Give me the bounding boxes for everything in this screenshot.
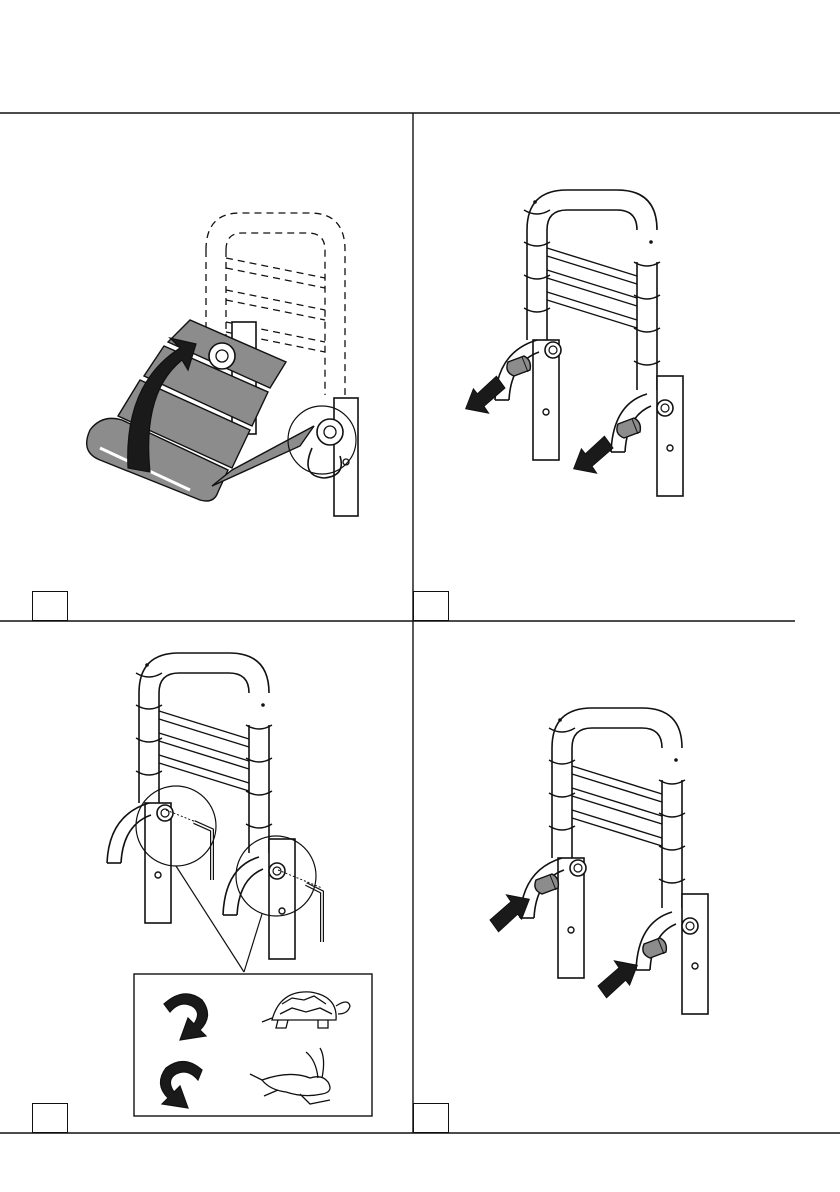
step-1-box bbox=[32, 591, 68, 621]
push-arrow-left-icon bbox=[484, 888, 536, 933]
step-3-box bbox=[32, 1103, 68, 1133]
panel-3-illustration bbox=[107, 653, 372, 1116]
panel-2-illustration bbox=[459, 190, 683, 496]
pull-arrow-left-icon bbox=[459, 375, 511, 420]
step-2-box bbox=[413, 591, 449, 621]
panel-1-illustration bbox=[87, 213, 358, 516]
step-4-box bbox=[413, 1103, 449, 1133]
panel-4-illustration bbox=[484, 708, 708, 1014]
